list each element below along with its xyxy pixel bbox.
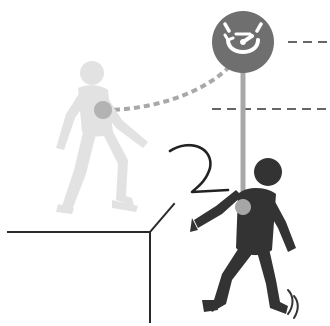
dotted-connector-line (104, 68, 228, 110)
person-walking-faded-icon (56, 61, 148, 214)
motion-marks (288, 290, 298, 318)
dark-figure-sensor-hub (235, 199, 251, 215)
wake-sensor-icon (212, 11, 274, 73)
faded-figure-sensor-hub (94, 101, 112, 119)
ledge-outline (8, 204, 174, 322)
curved-arrow-icon (170, 145, 228, 192)
